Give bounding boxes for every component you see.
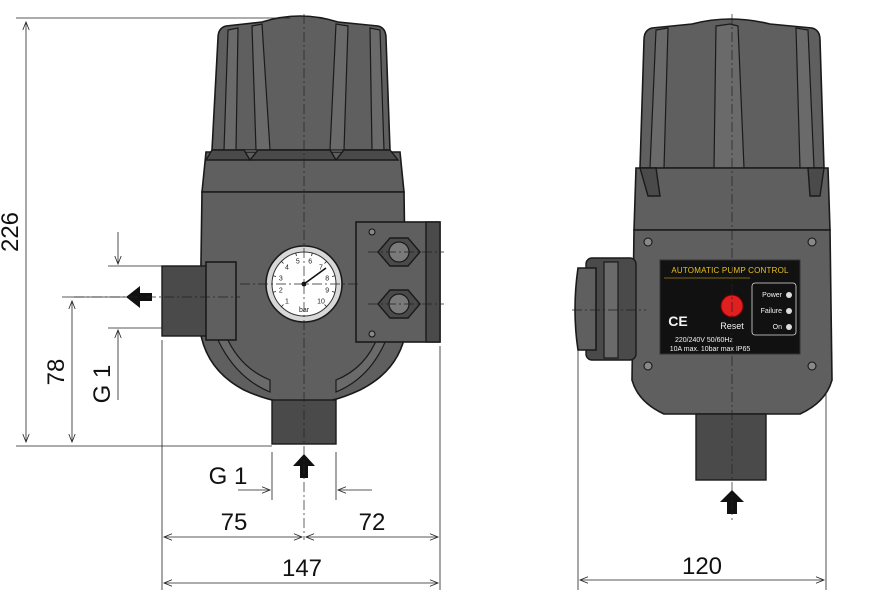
gauge-scale-label: 8 [325,275,329,282]
control-panel: AUTOMATIC PUMP CONTROL Reset CE Power Fa… [659,259,801,355]
gauge-scale-label: 4 [285,265,289,272]
dim-bottom-thread: G 1 [209,463,248,490]
gland-plate [425,221,441,343]
led-failure-icon [786,308,792,314]
body-rib [335,335,387,393]
gauge-scale-label: 7 [319,265,323,272]
gauge-tick [281,304,284,307]
dim-left-width: 75 [221,509,248,536]
led-power-icon [786,292,792,298]
top-cover [211,15,391,151]
dim-front-width: 120 [682,553,722,580]
gauge-scale-label: 2 [279,288,283,295]
gauge-tick [331,275,336,277]
body-rib [217,335,271,393]
spec-line-2: 10A max. 10bar max IP65 [670,346,751,353]
gauge-tick [324,261,327,264]
led-failure-label: Failure [761,308,783,315]
dim-overall-height: 226 [0,212,24,252]
gauge-tick [324,304,327,307]
gauge-tick [272,291,277,293]
spec-line-1: 220/240V 50/60Hz [675,337,733,344]
led-on-icon [786,324,792,330]
gauge-scale-label: 9 [325,288,329,295]
gauge-tick [331,291,336,293]
ce-mark: CE [668,313,687,329]
gauge-tick [272,275,277,277]
dim-total-width: 147 [282,555,322,582]
inlet-collar [205,261,237,341]
gauge-scale-label: 10 [317,299,325,306]
dimension-lines [16,17,441,590]
gauge-scale-label: 6 [308,258,312,265]
side-inlet [161,265,211,337]
gauge-tick [295,252,297,257]
gauge-scale-label: 3 [279,275,283,282]
front-dimension-lines [577,350,827,590]
gauge-scale-label: 5 [296,258,300,265]
led-on-label: On [773,324,782,331]
gauge-scale-label: 1 [285,299,289,306]
led-power-label: Power [762,292,783,299]
gauge-scale: 12 345 678 910 [272,252,336,307]
panel-title: AUTOMATIC PUMP CONTROL [671,266,789,275]
led-box [751,282,797,336]
gauge-tick [281,261,284,264]
dim-inlet-height: 78 [43,359,70,386]
front-bottom-outlet [695,413,767,481]
gauge-tick [311,252,313,257]
band-edge [204,149,400,162]
dim-right-width: 72 [359,509,386,536]
inlet-arrow-icon [126,286,152,308]
dim-side-thread: G 1 [89,365,116,404]
